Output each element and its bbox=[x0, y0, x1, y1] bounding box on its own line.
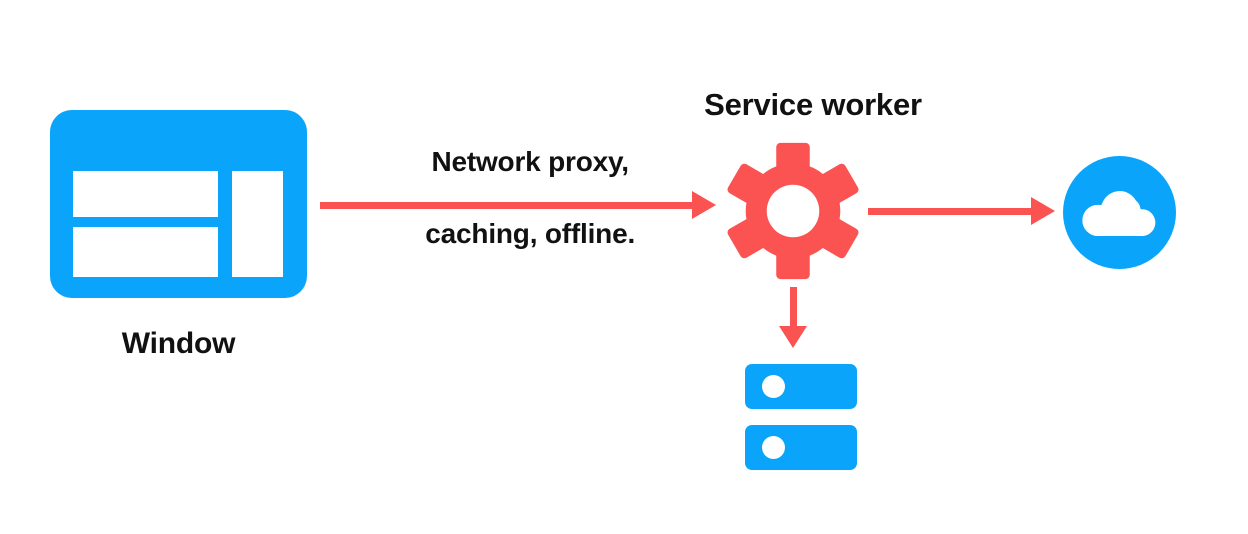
arrow-service-worker-to-cloud-head-icon bbox=[1031, 197, 1055, 225]
edge-caption-network-proxy: Network proxy, caching, offline. bbox=[368, 108, 662, 288]
edge-caption-line-2: caching, offline. bbox=[425, 218, 636, 249]
arrow-service-worker-to-cache-line bbox=[790, 287, 797, 329]
server-bar-top bbox=[745, 364, 857, 409]
gear-icon bbox=[722, 140, 864, 282]
server-indicator-dot-top bbox=[762, 375, 785, 398]
window-pane-bottom bbox=[73, 227, 218, 277]
arrow-service-worker-to-cloud-line bbox=[868, 208, 1034, 215]
arrow-service-worker-to-cache-head-icon bbox=[779, 326, 807, 348]
cloud-icon bbox=[1063, 156, 1176, 269]
service-worker-label: Service worker bbox=[704, 87, 922, 122]
browser-window-icon bbox=[50, 110, 307, 298]
server-bar-bottom bbox=[745, 425, 857, 470]
window-label: Window bbox=[121, 327, 236, 360]
window-pane-top bbox=[73, 171, 218, 217]
window-pane-side bbox=[232, 171, 283, 277]
arrow-window-to-service-worker-line bbox=[320, 202, 695, 209]
server-storage-icon bbox=[745, 364, 857, 470]
edge-caption-line-1: Network proxy, bbox=[431, 146, 629, 177]
server-indicator-dot-bottom bbox=[762, 436, 785, 459]
arrow-window-to-service-worker-head-icon bbox=[692, 191, 716, 219]
